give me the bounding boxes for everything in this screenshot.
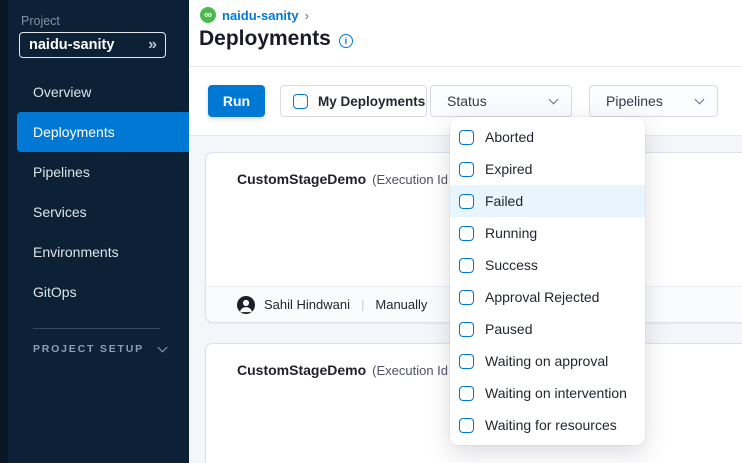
menu-item-failed[interactable]: Failed — [450, 185, 645, 217]
chevron-down-icon — [157, 343, 167, 353]
menu-item-waiting-on-approval[interactable]: Waiting on approval — [450, 345, 645, 377]
sidebar-item-gitops[interactable]: GitOps — [0, 272, 189, 312]
sidebar-item-pipelines[interactable]: Pipelines — [0, 152, 189, 192]
execution-id-text: (Execution Id — [372, 363, 448, 378]
checkbox-icon[interactable] — [459, 162, 474, 177]
menu-item-waiting-for-resources[interactable]: Waiting for resources — [450, 409, 645, 441]
status-filter-label: Status — [447, 93, 487, 109]
project-name: naidu-sanity — [29, 37, 114, 53]
checkbox-icon[interactable] — [459, 354, 474, 369]
checkbox-icon[interactable] — [459, 386, 474, 401]
sidebar-divider — [33, 328, 160, 329]
run-button[interactable]: Run — [208, 85, 265, 117]
project-label: Project — [21, 14, 60, 28]
page-title: Deployments — [199, 27, 331, 51]
checkbox-icon[interactable] — [459, 258, 474, 273]
cd-module-icon: ∞ — [200, 7, 216, 23]
breadcrumb-separator-icon: › — [305, 8, 309, 23]
menu-item-running[interactable]: Running — [450, 217, 645, 249]
sidebar-item-services[interactable]: Services — [0, 192, 189, 232]
chevron-down-icon — [695, 95, 705, 105]
menu-item-waiting-on-intervention[interactable]: Waiting on intervention — [450, 377, 645, 409]
execution-id-text: (Execution Id — [372, 172, 448, 187]
pipelines-filter-dropdown[interactable]: Pipelines — [589, 85, 718, 117]
user-avatar-icon — [237, 296, 255, 314]
triggered-by-user: Sahil Hindwani — [264, 297, 350, 312]
trigger-type: Manually — [375, 297, 427, 312]
menu-item-paused[interactable]: Paused — [450, 313, 645, 345]
checkbox-icon[interactable] — [459, 194, 474, 209]
my-deployments-checkbox[interactable] — [293, 94, 308, 109]
project-setup-label: PROJECT SETUP — [33, 343, 144, 355]
menu-item-expired[interactable]: Expired — [450, 153, 645, 185]
status-filter-dropdown[interactable]: Status — [430, 85, 572, 117]
sidebar-nav: Overview Deployments Pipelines Services … — [0, 72, 189, 355]
menu-item-approval-rejected[interactable]: Approval Rejected — [450, 281, 645, 313]
sidebar-item-environments[interactable]: Environments — [0, 232, 189, 272]
project-sidebar: Project naidu-sanity » Overview Deployme… — [0, 0, 189, 463]
chevron-down-icon — [549, 95, 559, 105]
sidebar-item-overview[interactable]: Overview — [0, 72, 189, 112]
checkbox-icon[interactable] — [459, 418, 474, 433]
my-deployments-label: My Deployments — [318, 94, 425, 109]
page-header: ∞ naidu-sanity › Deployments i — [189, 0, 742, 67]
pipelines-filter-label: Pipelines — [606, 93, 663, 109]
project-setup-toggle[interactable]: PROJECT SETUP — [33, 343, 189, 355]
checkbox-icon[interactable] — [459, 290, 474, 305]
breadcrumb: ∞ naidu-sanity › — [200, 7, 309, 23]
pipeline-name: CustomStageDemo — [237, 171, 366, 187]
checkbox-icon[interactable] — [459, 130, 474, 145]
menu-item-aborted[interactable]: Aborted — [450, 121, 645, 153]
project-selector[interactable]: naidu-sanity » — [19, 32, 166, 58]
status-filter-menu: Aborted Expired Failed Running Success A… — [450, 117, 645, 445]
sidebar-item-deployments[interactable]: Deployments — [17, 112, 189, 152]
info-icon[interactable]: i — [339, 34, 353, 48]
checkbox-icon[interactable] — [459, 322, 474, 337]
menu-item-success[interactable]: Success — [450, 249, 645, 281]
title-row: Deployments i — [199, 27, 353, 51]
breadcrumb-project-link[interactable]: naidu-sanity — [222, 8, 299, 23]
checkbox-icon[interactable] — [459, 226, 474, 241]
footer-separator: | — [361, 297, 364, 312]
pipeline-name: CustomStageDemo — [237, 362, 366, 378]
my-deployments-filter[interactable]: My Deployments — [280, 85, 427, 117]
expand-project-icon[interactable]: » — [148, 37, 157, 53]
main-panel: ∞ naidu-sanity › Deployments i Run My De… — [189, 0, 742, 463]
